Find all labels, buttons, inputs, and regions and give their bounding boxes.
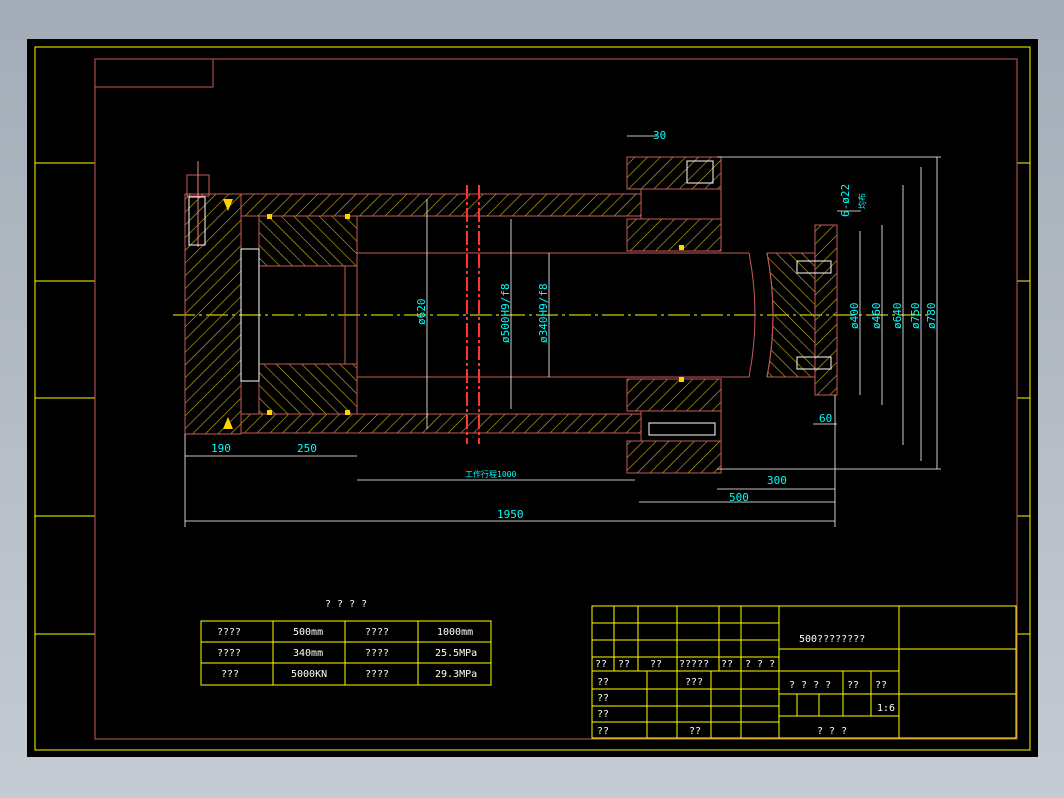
- cad-drawing: 30 6-ø22 均布 ø620 ø500H9/f8 ø340H9/f8 ø40…: [34, 46, 1031, 751]
- dim-outer-body: ø620: [415, 299, 428, 326]
- title-header-cell: ??: [618, 659, 630, 670]
- piston: [240, 215, 358, 415]
- dim-bolt-note: 均布: [857, 193, 867, 209]
- param-cell: ????: [365, 627, 389, 638]
- param-cell: ????: [217, 627, 241, 638]
- dim-bolt-holes: 6-ø22: [839, 184, 852, 217]
- drawing-title: 500????????: [799, 634, 865, 645]
- dimension-lines: [184, 135, 941, 527]
- gland: [626, 156, 722, 474]
- drawing-frame: [34, 46, 1031, 751]
- param-cell: 1000mm: [437, 627, 473, 638]
- title-header-cell: ??: [650, 659, 662, 670]
- dim-1950: 1950: [497, 508, 524, 521]
- param-cell: ???: [221, 669, 239, 680]
- dim-stroke: 工作行程1000: [465, 469, 516, 479]
- title-left-label: ??: [597, 677, 609, 688]
- drawing-border: [94, 58, 1018, 740]
- drawing-label: ? ? ?: [817, 726, 847, 737]
- sheet-label: ? ? ? ?: [789, 680, 831, 691]
- dim-640: ø640: [891, 303, 904, 330]
- param-cell: 500mm: [293, 627, 323, 638]
- dim-190: 190: [211, 442, 231, 455]
- param-table-title: ? ? ? ?: [325, 599, 367, 610]
- cylinder-barrel: [240, 193, 642, 434]
- title-header-cell: ? ? ?: [745, 659, 775, 670]
- dim-offset-30: 30: [653, 129, 666, 142]
- title-left-label: ??: [597, 709, 609, 720]
- dim-460: ø460: [870, 303, 883, 330]
- title-left-label: ??: [597, 726, 609, 737]
- title-header-cell: ?????: [679, 659, 709, 670]
- scale-value: 1:6: [877, 703, 895, 714]
- rod-end-flange: [766, 224, 838, 396]
- dim-300: 300: [767, 474, 787, 487]
- dim-500: 500: [729, 491, 749, 504]
- cad-viewport[interactable]: 30 6-ø22 均布 ø620 ø500H9/f8 ø340H9/f8 ø40…: [27, 39, 1038, 757]
- title-label: ???: [685, 677, 703, 688]
- dim-400: ø400: [848, 303, 861, 330]
- title-left-label: ??: [597, 693, 609, 704]
- param-cell: 25.5MPa: [435, 648, 477, 659]
- param-cell: 29.3MPa: [435, 669, 477, 680]
- dim-750: ø750: [909, 303, 922, 330]
- param-cell: ????: [217, 648, 241, 659]
- section-break: [466, 185, 480, 444]
- param-cell: 5000KN: [291, 669, 327, 680]
- scale-label: ??: [875, 680, 887, 691]
- parameter-table: ? ? ? ? ???? 500mm ???? 1000mm ???? 340m…: [200, 599, 492, 686]
- param-cell: 340mm: [293, 648, 323, 659]
- cylinder-cap: [184, 161, 242, 435]
- title-header-cell: ??: [595, 659, 607, 670]
- title-bottom-label: ??: [689, 726, 701, 737]
- dim-60: 60: [819, 412, 832, 425]
- dim-250: 250: [297, 442, 317, 455]
- weight-label: ??: [847, 680, 859, 691]
- title-header-cell: ??: [721, 659, 733, 670]
- title-block: 500???????? ?? ?? ?? ????? ?? ? ? ? ?? ? …: [591, 605, 1017, 739]
- param-cell: ????: [365, 648, 389, 659]
- param-cell: ????: [365, 669, 389, 680]
- seals: [223, 199, 684, 429]
- dim-rod: ø340H9/f8: [537, 283, 550, 343]
- dim-780: ø780: [925, 303, 938, 330]
- dim-bore: ø500H9/f8: [499, 283, 512, 343]
